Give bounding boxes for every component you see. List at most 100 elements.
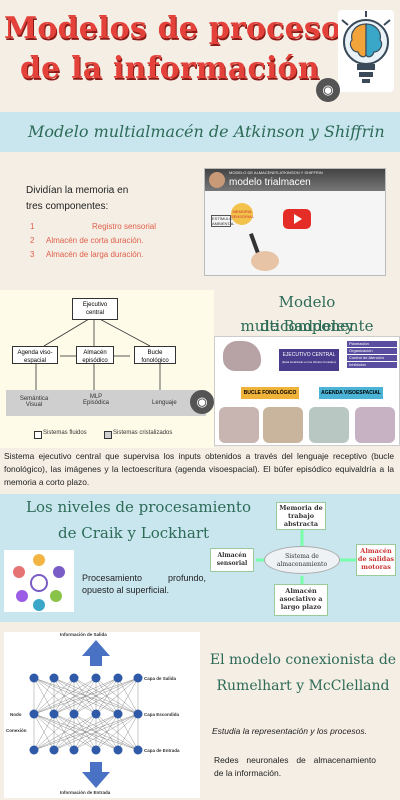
nn-node (133, 673, 143, 683)
nn-node (49, 673, 59, 683)
nn-connection (117, 713, 139, 751)
label-lenguaje: Lenguaje (152, 400, 177, 406)
levels-circle-icon (4, 550, 74, 612)
nn-node (91, 709, 101, 719)
section3-heading-line2: de Craik y Lockhart (58, 524, 210, 542)
baddeley-diagram: Ejecutivo central Agenda viso-espacial A… (0, 290, 214, 448)
nn-connection (73, 713, 139, 751)
section4-italic-text: Estudia la representación y los procesos… (212, 726, 367, 736)
section1-heading: Modelo multialmacén de Atkinson y Shiffr… (28, 122, 385, 141)
nn-connection (53, 713, 75, 751)
nn-connection (73, 677, 97, 715)
play-button[interactable] (283, 209, 311, 229)
card-tags: Planeación Organización Control de Atenc… (347, 341, 397, 368)
view-eye-icon[interactable]: ◉ (316, 78, 340, 102)
section1-intro-line1: Dividían la memoria en (26, 185, 129, 196)
card-tag: Control de Atención (347, 355, 397, 361)
memory-components-list: 1 Registro sensorial 2 Almacén de corta … (30, 222, 156, 264)
nn-connection (95, 713, 119, 751)
legend-swatch-crystallized (104, 431, 112, 439)
nn-connection (53, 677, 97, 715)
nn-connection (33, 713, 75, 751)
card-central: EJECUTIVO CENTRAL (Está localizado en lo… (279, 349, 339, 371)
section3-text: Procesamiento profundo, opuesto al super… (82, 572, 206, 596)
nn-layer-in-label: Capa de Entrada (144, 748, 180, 753)
section1-heading-band: Modelo multialmacén de Atkinson y Shiffr… (0, 112, 400, 152)
nn-connection (33, 677, 97, 715)
list-item-text: Almacén de larga duración. (46, 250, 144, 259)
section4-text: Redes neuronales de almacenamiento de la… (214, 754, 376, 780)
box-bucle: Bucle fonológico (134, 346, 176, 364)
box-almacen-episodico: Almacén episódico (76, 346, 114, 364)
section2-right: Modelo multicomponente de Baddeley EJECU… (214, 290, 400, 448)
card-bucle: BUCLE FONOLÓGICO (241, 387, 299, 399)
section2-description: Sistema ejecutivo central que supervisa … (4, 451, 394, 487)
label-semantica: Semántica Visual (19, 396, 49, 408)
hand-drawing-icon (249, 233, 283, 273)
nn-node (29, 673, 39, 683)
section3: Los niveles de procesamiento de Craik y … (0, 494, 400, 622)
nn-node (69, 673, 79, 683)
legend-fluid: Sistemas fluidos (43, 430, 87, 436)
nn-connection (33, 677, 55, 715)
brain-image-icon (309, 407, 349, 443)
nn-node (69, 745, 79, 755)
section2-heading-line1: Modelo multicomponente (240, 293, 374, 335)
card-central-sub: (Está localizado en los lóbulos frontale… (282, 360, 336, 364)
box-agenda: Agenda viso-espacial (12, 346, 58, 364)
nn-connection (33, 677, 75, 715)
section3-text-line1: Procesamiento profundo, (82, 573, 206, 583)
section4: Información de Salida Información de Ent… (0, 622, 400, 800)
card-tag: Planeación (347, 341, 397, 347)
section4-text-line2: de la información. (214, 768, 282, 778)
section3-heading-line1: Los niveles de procesamiento (26, 498, 251, 516)
nn-connection (33, 677, 139, 715)
nn-top-label: Información de Salida (60, 632, 107, 637)
channel-avatar (209, 172, 225, 188)
nn-node (133, 709, 143, 719)
craik-box-motor: Almacén de salidas motoras (356, 544, 396, 576)
list-item-text: Registro sensorial (91, 222, 156, 231)
list-item-number: 3 (30, 250, 35, 259)
nn-connection (117, 677, 139, 715)
nn-connection (73, 713, 97, 751)
nn-node (69, 709, 79, 719)
nn-connection (95, 677, 139, 715)
nn-connection (53, 677, 139, 715)
box-ejecutivo-central: Ejecutivo central (72, 298, 118, 320)
legend-crystallized: Sistemas cristalizados (113, 430, 173, 436)
section2-heading-line2: de Baddeley (260, 317, 354, 335)
nn-connection (95, 677, 119, 715)
view-eye-icon[interactable]: ◉ (190, 390, 214, 414)
video-embed[interactable]: MODELO DE ALMACENES ATKINSON Y SHIFFRIN … (204, 168, 386, 276)
list-item-number: 2 (30, 236, 35, 245)
nn-connection (33, 713, 97, 751)
nn-nodo-label: Nodo (10, 712, 22, 717)
brain-image-icon (263, 407, 303, 443)
section4-text-line1: Redes neuronales de almacenamiento (214, 755, 376, 765)
nn-conexion-label: Conexión (6, 728, 27, 733)
page-title-line1: Modelos de procesos (4, 11, 359, 46)
section3-text-line2: opuesto al superficial. (82, 585, 170, 595)
nn-node (113, 709, 123, 719)
nn-layer-hidden-label: Capa Escondida (144, 712, 180, 717)
whiteboard-label: ESTÍMULO AMBIENTAL (211, 215, 235, 227)
section2-description-area: Sistema ejecutivo central que supervisa … (0, 448, 400, 494)
card-central-title: EJECUTIVO CENTRAL (282, 352, 336, 358)
nn-layer-out-label: Capa de Salida (144, 676, 177, 681)
nn-connection (53, 713, 139, 751)
nn-node (29, 709, 39, 719)
video-channel-text: MODELO DE ALMACENES ATKINSON Y SHIFFRIN (229, 170, 323, 175)
card-agenda: AGENDA VISOESPACIAL (319, 387, 383, 399)
craik-diagram: Memoria de trabajo abstracta Almacén sen… (210, 500, 396, 618)
craik-box-sensory: Almacén sensorial (210, 548, 254, 572)
legend-swatch-fluid (34, 431, 42, 439)
whiteboard-label: MEMORIA SENSORIAL (231, 203, 254, 225)
nn-node (91, 745, 101, 755)
nn-connection (73, 677, 139, 715)
nn-connection (33, 713, 119, 751)
brain-image-icon (355, 407, 395, 443)
nn-connection (33, 713, 55, 751)
lightbulb-brain-icon (338, 10, 394, 92)
video-title: modelo trialmacen (229, 177, 311, 188)
